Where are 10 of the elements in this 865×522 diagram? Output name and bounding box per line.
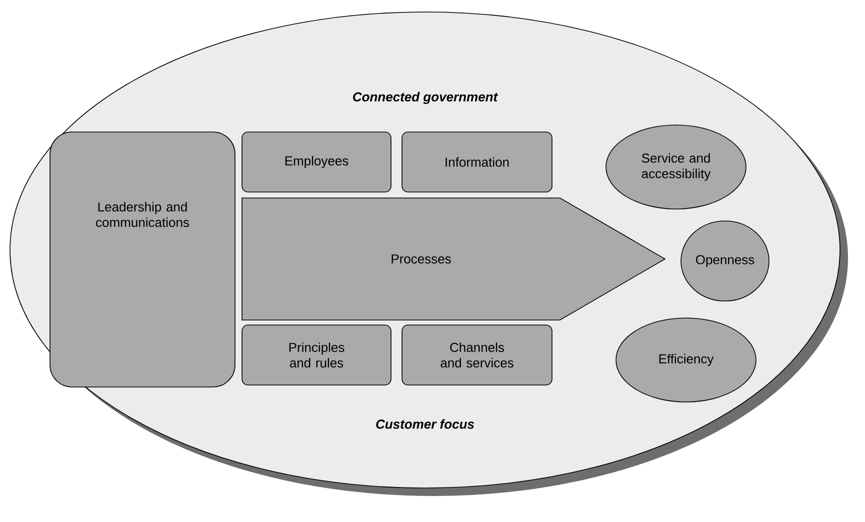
- rounded-box: Information: [402, 132, 552, 192]
- oval: Openness: [680, 220, 770, 302]
- rounded-box: Principles and rules: [242, 324, 392, 386]
- rounded-box: Channels and services: [402, 324, 552, 386]
- heading: Connected government: [353, 92, 498, 104]
- oval: Service and accessibility: [606, 124, 746, 210]
- rounded-box: Leadership and communications: [50, 132, 236, 388]
- heading: Customer focus: [376, 419, 474, 429]
- rounded-box: Employees: [242, 132, 392, 192]
- oval: Efficiency: [616, 318, 756, 402]
